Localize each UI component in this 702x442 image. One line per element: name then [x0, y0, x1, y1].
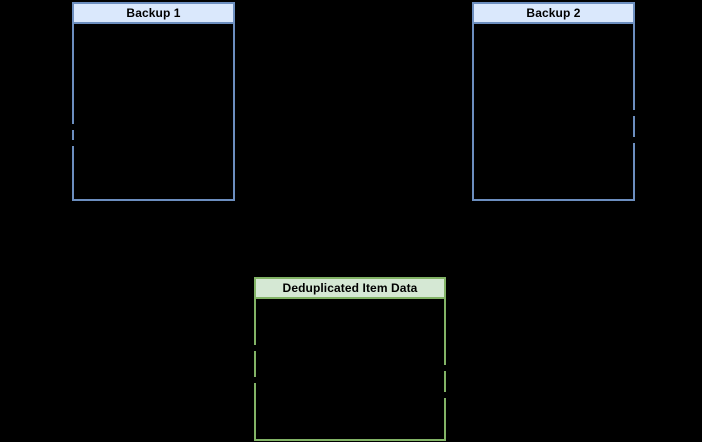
border-notch [253, 377, 257, 383]
backup-1-label: Backup 1 [126, 6, 181, 20]
deduplicated-item-data-body [256, 299, 444, 439]
border-notch [632, 137, 636, 143]
backup-1-box: Backup 1 [72, 2, 235, 201]
border-notch [632, 110, 636, 116]
backup-2-label: Backup 2 [526, 6, 581, 20]
deduplicated-item-data-box: Deduplicated Item Data [254, 277, 446, 441]
border-notch [443, 365, 447, 371]
backup-1-body [74, 24, 233, 199]
backup-2-header: Backup 2 [474, 4, 633, 24]
backup-1-header: Backup 1 [74, 4, 233, 24]
border-notch [443, 392, 447, 398]
backup-2-body [474, 24, 633, 199]
deduplicated-item-data-header: Deduplicated Item Data [256, 279, 444, 299]
deduplicated-item-data-label: Deduplicated Item Data [282, 281, 418, 295]
border-notch [253, 345, 257, 351]
border-notch [71, 140, 75, 146]
backup-2-box: Backup 2 [472, 2, 635, 201]
border-notch [71, 124, 75, 130]
